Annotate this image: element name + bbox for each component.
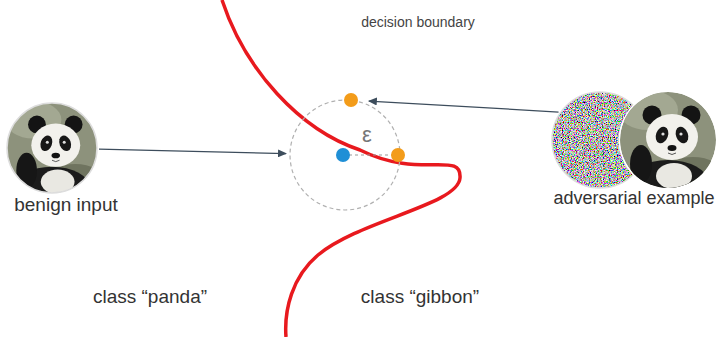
node-label: ε	[362, 122, 372, 147]
image-space	[546, 90, 722, 188]
epsilon-ball	[290, 100, 400, 210]
epsilon-radius	[343, 154, 398, 155]
panda-image	[618, 90, 723, 204]
label-holder: class “gibbon”	[361, 286, 479, 308]
adversarial-point	[391, 148, 405, 162]
image-node: adversarial example	[546, 90, 722, 209]
arrow-connector	[99, 149, 286, 153]
adversarial-point	[344, 93, 358, 107]
region-label: decision boundary	[361, 14, 475, 30]
node-label: adversarial example	[546, 188, 722, 209]
label-holder: decision boundary	[361, 13, 475, 31]
arrow-connector	[369, 101, 559, 112]
region-label: class “panda”	[93, 286, 207, 307]
image-space	[3, 102, 129, 194]
benign-point	[336, 148, 350, 162]
node-label: benign input	[3, 194, 129, 216]
image-node: benign input	[3, 102, 129, 216]
label-holder: class “panda”	[93, 286, 207, 308]
image-border	[7, 103, 97, 193]
region-label: class “gibbon”	[361, 286, 479, 307]
panda-image	[5, 101, 104, 208]
image-node: ε	[290, 100, 400, 210]
